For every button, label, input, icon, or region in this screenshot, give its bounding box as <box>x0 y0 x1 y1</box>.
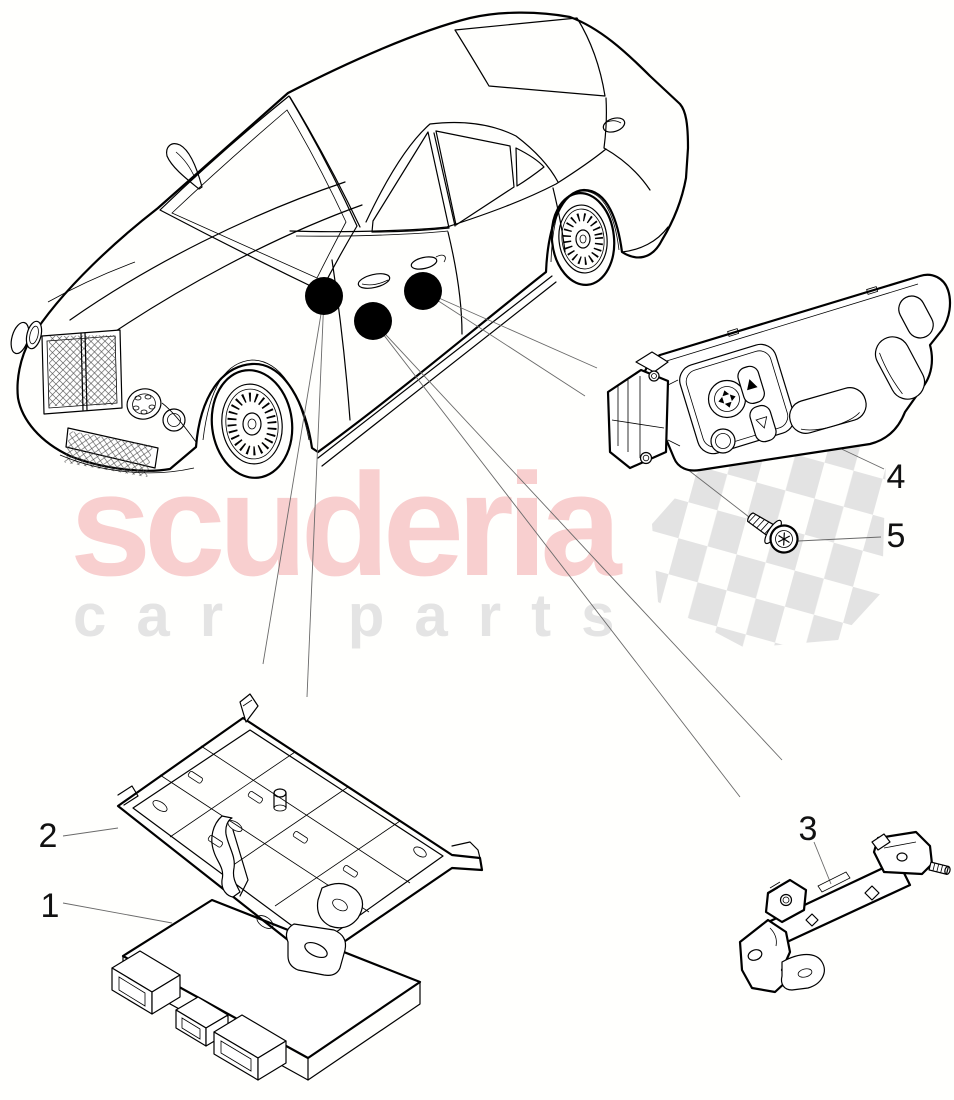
location-dot-sill <box>354 302 392 340</box>
location-dots <box>305 272 442 340</box>
callout-label-3: 3 <box>798 810 818 848</box>
watermark-tagline: car parts <box>73 582 645 649</box>
callout-label-4: 4 <box>886 458 906 496</box>
leader-lines <box>62 290 885 924</box>
part-1-control-module <box>111 898 422 1081</box>
part-5-screw <box>747 512 799 554</box>
location-dot-front-door <box>305 277 343 315</box>
part-2-mounting-carrier <box>116 693 484 976</box>
callout-label-1: 1 <box>40 887 60 925</box>
rear-wheel <box>550 190 620 286</box>
callout-label-2: 2 <box>38 817 58 855</box>
callout-label-5: 5 <box>886 517 906 555</box>
checkered-flag <box>652 440 886 648</box>
part-4-seat-switch <box>606 273 952 472</box>
car-illustration <box>10 11 690 479</box>
part-3-bracket <box>738 830 951 994</box>
front-wheel <box>202 359 310 479</box>
location-dot-rear-door <box>404 272 442 310</box>
